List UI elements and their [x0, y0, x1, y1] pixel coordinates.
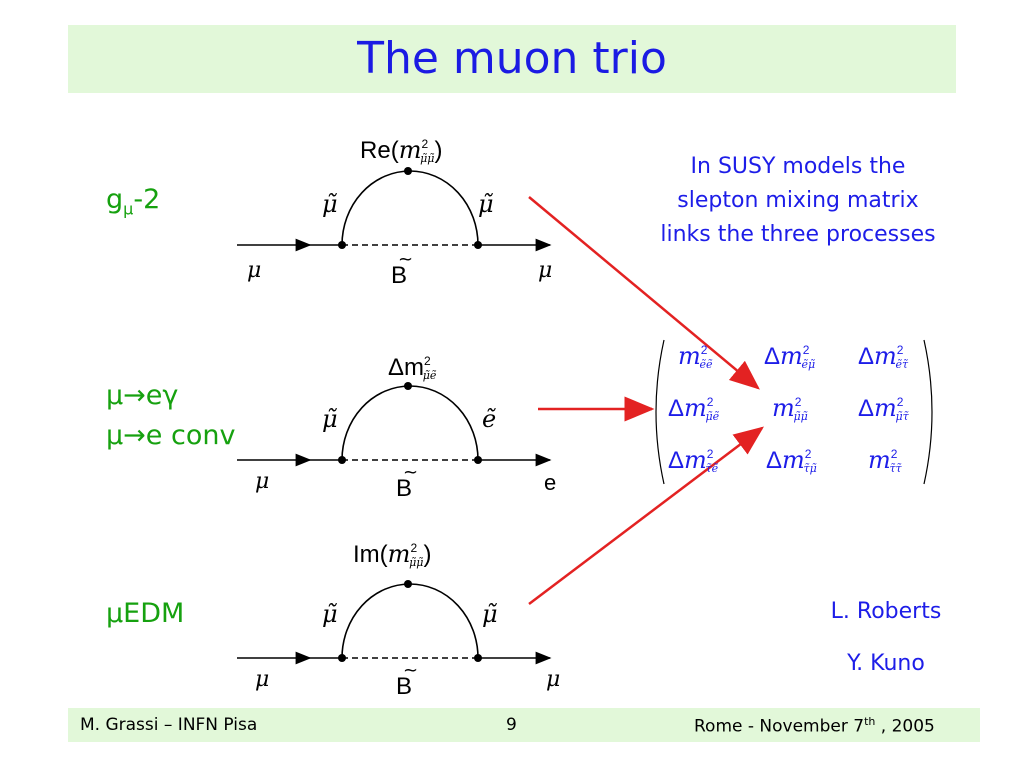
footer-venue-date: Rome - November 7th , 2005	[694, 715, 935, 737]
muon-in-label: μ	[255, 667, 269, 692]
arrow-from-edm	[528, 426, 764, 605]
bino-label: B	[396, 475, 412, 502]
muon-in-label: μ	[247, 258, 261, 283]
slepton-arc	[341, 385, 479, 461]
diagram-g-minus-2	[237, 170, 552, 252]
label-mu-e-gamma: μ→eγ	[106, 380, 179, 411]
label-mu-edm: μEDM	[106, 598, 185, 629]
smuon-right-label: μ̃	[478, 190, 494, 218]
label-g-minus-2: gμ-2	[106, 184, 161, 219]
slide-title: The muon trio	[357, 33, 667, 84]
title-bar: The muon trio	[68, 25, 956, 93]
matrix-brackets	[655, 339, 933, 485]
selectron-label: ẽ	[482, 405, 496, 433]
muon-out-label: μ	[538, 258, 552, 283]
diagram-edm	[237, 583, 552, 665]
smuon-left-label: μ̃	[322, 190, 338, 218]
bino-label: B	[396, 673, 412, 700]
muon-in-label: μ	[255, 469, 269, 494]
bino-tilde: ~	[403, 462, 418, 483]
diagram-edm-vertices	[338, 580, 482, 662]
red-arrows	[528, 196, 764, 605]
diagram-mu-e	[237, 385, 552, 467]
author-kuno: Y. Kuno	[847, 651, 925, 676]
bino-label: B	[391, 262, 407, 289]
electron-out-label: e	[544, 470, 556, 495]
smuon-left-label: μ̃	[322, 600, 338, 628]
susy-note: In SUSY models the slepton mixing matrix…	[622, 150, 974, 252]
footer-page-number: 9	[506, 715, 517, 735]
susy-note-line: links the three processes	[660, 222, 936, 247]
footer-bar: M. Grassi – INFN Pisa 9 Rome - November …	[68, 708, 980, 742]
smuon-label: μ̃	[322, 405, 338, 433]
author-roberts: L. Roberts	[830, 599, 942, 624]
muon-out-label: μ	[546, 667, 560, 692]
right-paren	[923, 339, 933, 485]
diagram-mu-e-vertices	[338, 382, 482, 464]
label-mu-e-conv: μ→e conv	[106, 420, 236, 451]
arrow-from-g-minus-2	[528, 196, 760, 390]
diagram-g-minus-2-vertices	[338, 167, 482, 249]
footer-author: M. Grassi – INFN Pisa	[80, 715, 258, 735]
smuon-right-label: μ̃	[482, 600, 498, 628]
slepton-arc	[341, 170, 479, 246]
left-paren	[655, 339, 665, 485]
bino-tilde: ~	[398, 249, 413, 270]
susy-note-line: In SUSY models the	[690, 154, 906, 179]
susy-note-line: slepton mixing matrix	[677, 188, 919, 213]
bino-tilde: ~	[403, 660, 418, 681]
slepton-arc	[341, 583, 479, 659]
